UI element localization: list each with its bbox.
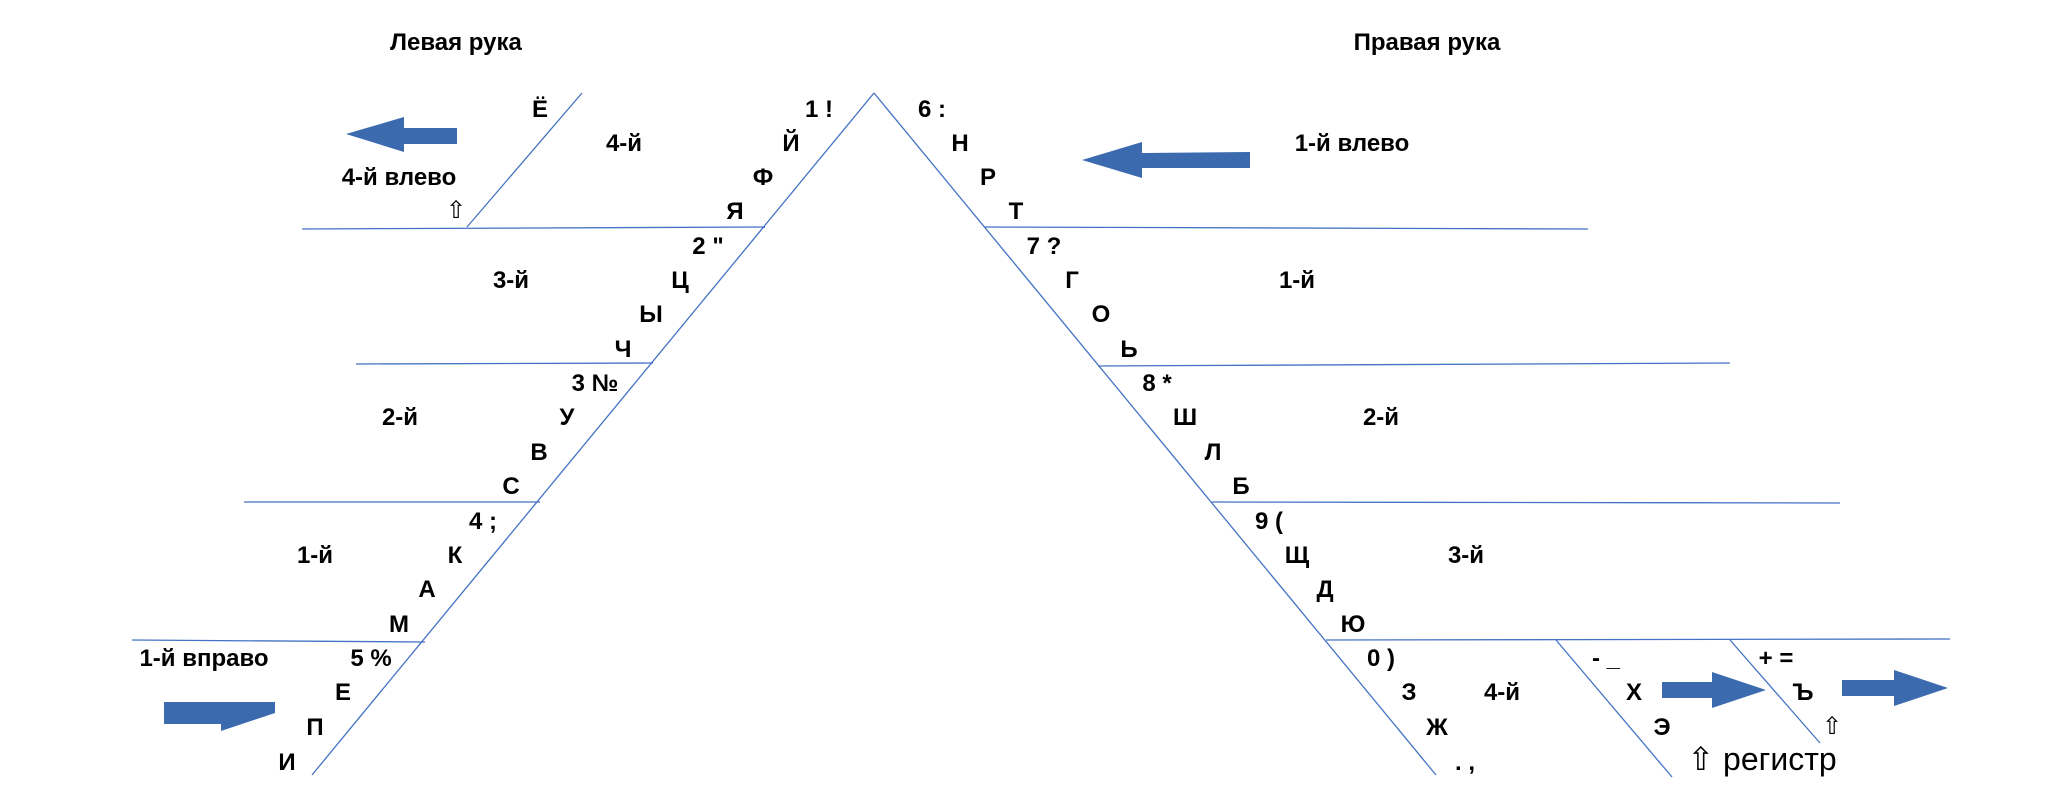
key-k: К: [448, 542, 463, 569]
key-y: Й: [782, 129, 799, 157]
key-4: 4 ;: [469, 508, 497, 535]
right-plus-diagonal: [1729, 639, 1821, 744]
key-dot: . ,: [1455, 749, 1475, 776]
key-h: Х: [1626, 679, 1642, 706]
key-yu: Ю: [1341, 611, 1366, 638]
key-f: Ф: [753, 164, 773, 191]
key-7: 7 ?: [1027, 233, 1062, 260]
right-row-divider-3: [1211, 501, 1841, 504]
key-5: 5 %: [350, 645, 391, 672]
right-row-divider-4: [1325, 638, 1951, 641]
direction-arrows: [164, 117, 1948, 731]
key-l: Л: [1205, 439, 1222, 466]
left-row-divider-2: [355, 362, 654, 365]
left-diagonal: [311, 92, 875, 776]
finger-2-label-right: 2-й: [1363, 404, 1399, 431]
arrow-right-icon: [1842, 670, 1948, 706]
zone-lines: [131, 92, 1951, 778]
arrow-left-icon: [346, 117, 457, 152]
left-row-divider-4: [131, 639, 426, 643]
key-ya: Я: [726, 198, 743, 225]
left-hand-labels: Ё 4-й 1 ! Й 4-й влево Ф ⇧ Я 2 " 3-й Ц Ы …: [139, 96, 833, 776]
finger-1-label: 1-й: [297, 542, 333, 569]
key-6: 6 :: [918, 96, 946, 123]
key-m: М: [389, 611, 409, 638]
key-s: С: [502, 473, 519, 500]
key-v: В: [530, 439, 547, 466]
key-sh: Ш: [1173, 404, 1197, 431]
header-left-hand: Левая рука: [390, 29, 522, 56]
key-a: А: [418, 576, 435, 603]
key-zh: Ж: [1425, 714, 1448, 741]
key-yi: Ы: [639, 301, 663, 328]
key-3: 3 №: [572, 370, 619, 397]
key-yo: Ё: [532, 96, 548, 123]
header-right-hand: Правая рука: [1354, 29, 1501, 56]
right-row-divider-2: [1097, 362, 1731, 367]
key-b: Б: [1232, 473, 1249, 500]
shift-key-left: ⇧: [446, 197, 466, 224]
left-row-divider-1: [301, 226, 766, 230]
finger-1-label-right: 1-й: [1279, 267, 1315, 294]
right-hand-labels: 6 : Н 1-й влево Р Т 7 ? Г 1-й О Ь 8 * Ш …: [918, 96, 1842, 777]
key-u: У: [560, 404, 576, 431]
right-diagonal: [873, 92, 1437, 776]
finger-4-label: 4-й: [606, 130, 642, 157]
key-plus: + =: [1759, 645, 1794, 672]
key-8: 8 *: [1142, 370, 1172, 397]
finger-1-shift-right: 1-й влево: [1295, 130, 1410, 157]
shift-register-label: ⇧ регистр: [1687, 741, 1836, 777]
right-row-divider-1: [983, 226, 1589, 230]
key-soft: Ь: [1120, 336, 1137, 363]
key-n: Н: [951, 130, 968, 157]
arrow-left-icon: [1082, 142, 1250, 178]
right-minus-diagonal: [1555, 639, 1673, 778]
key-i: И: [278, 749, 295, 776]
key-t: Т: [1009, 198, 1024, 225]
key-2: 2 ": [692, 233, 723, 260]
arrow-right-icon: [1662, 672, 1766, 708]
finger-2-label: 2-й: [382, 404, 418, 431]
key-1: 1 !: [805, 96, 833, 123]
key-shch: Щ: [1285, 542, 1310, 569]
key-9: 9 (: [1255, 508, 1283, 535]
key-hard: Ъ: [1793, 679, 1814, 706]
key-ch: Ч: [615, 336, 632, 363]
shift-key-right: ⇧: [1822, 713, 1842, 740]
finger-1-shift: 1-й вправо: [139, 645, 268, 672]
finger-3-label-right: 3-й: [1448, 542, 1484, 569]
key-z: З: [1401, 679, 1416, 706]
key-o: О: [1092, 301, 1111, 328]
key-ee: Э: [1653, 714, 1670, 741]
key-p: П: [306, 714, 323, 741]
key-r: Р: [980, 164, 996, 191]
arrow-right-icon: [164, 702, 275, 731]
key-d: Д: [1316, 576, 1333, 603]
finger-4-label-right: 4-й: [1484, 679, 1520, 706]
key-e: Е: [335, 679, 351, 706]
key-minus: - _: [1592, 645, 1621, 672]
key-ts: Ц: [671, 267, 689, 294]
finger-4-shift: 4-й влево: [342, 164, 457, 191]
key-g: Г: [1065, 267, 1079, 294]
left-yo-diagonal: [466, 92, 583, 228]
key-0: 0 ): [1367, 645, 1395, 672]
finger-3-label: 3-й: [493, 267, 529, 294]
